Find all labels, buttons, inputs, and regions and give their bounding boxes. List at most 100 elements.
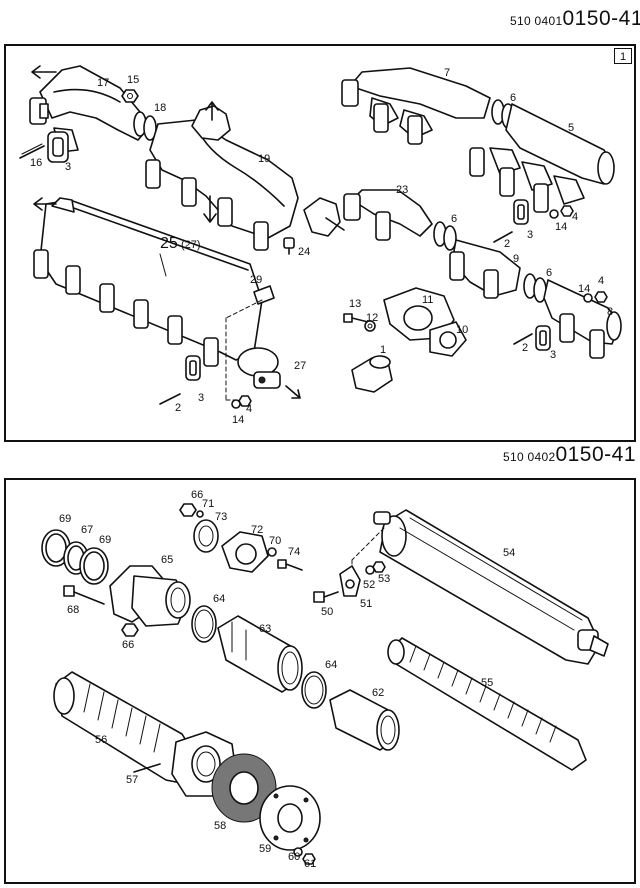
top-callout-t2a: 2 xyxy=(504,238,510,250)
top-callout-t29: 29 xyxy=(250,274,262,286)
panel-number: 1 xyxy=(614,48,632,64)
bottom-callout-b54: 54 xyxy=(503,547,515,559)
top-callout-t11: 11 xyxy=(422,294,433,306)
bolt-68 xyxy=(63,585,105,605)
stud-2-lower-right xyxy=(513,333,533,345)
bottom-callout-b53: 53 xyxy=(378,573,390,585)
flange-72 xyxy=(221,531,269,573)
top-callout-t14b: 14 xyxy=(578,283,590,295)
flange-pipe-65 xyxy=(109,565,191,627)
bottom-callout-b67: 67 xyxy=(81,524,93,536)
washer-12 xyxy=(364,320,376,332)
figure-code-bottom: 510 04020150-41 xyxy=(503,444,636,465)
stud-2-upper xyxy=(493,231,513,243)
figure-code-top: 510 04010150-41 xyxy=(510,8,640,29)
top-callout-t10: 10 xyxy=(456,324,468,336)
bottom-callout-b68: 68 xyxy=(67,604,79,616)
top-callout-t19: 19 xyxy=(258,153,270,165)
bottom-callout-b64b: 64 xyxy=(325,659,337,671)
bottom-callout-b61: 61 xyxy=(304,858,316,870)
corrugated-pipe-55 xyxy=(387,637,587,771)
top-callout-t4a: 4 xyxy=(572,211,578,223)
nut-66-lower xyxy=(121,623,139,637)
bottom-callout-b58: 58 xyxy=(214,820,226,832)
bottom-callout-b65: 65 xyxy=(161,554,173,566)
top-callout-t15: 15 xyxy=(127,74,139,86)
bolt-57 xyxy=(133,763,161,773)
clamp-27 xyxy=(237,347,301,399)
figure-code-top-big: 0150-41 xyxy=(562,7,640,30)
bottom-callout-b62: 62 xyxy=(372,687,384,699)
nut-66-upper xyxy=(179,503,204,518)
top-callout-t3d: 3 xyxy=(198,392,204,404)
seal-ring-64-lower xyxy=(301,671,327,709)
bottom-callout-b64a: 64 xyxy=(213,593,225,605)
manifold-5 xyxy=(469,103,615,213)
gasket-3-left xyxy=(47,131,69,163)
bottom-callout-b59: 59 xyxy=(259,843,271,855)
bottom-callout-b52: 52 xyxy=(363,579,375,591)
top-callout-t16: 16 xyxy=(30,157,42,169)
top-callout-t3c: 3 xyxy=(550,349,556,361)
pipe-63 xyxy=(217,615,303,693)
top-callout-t17: 17 xyxy=(97,77,109,89)
seal-ring-6-middle xyxy=(433,221,457,251)
washer-nut-60-61 xyxy=(293,847,316,865)
gasket-3-lower-left xyxy=(185,355,201,381)
manifold-23 xyxy=(343,189,433,241)
manifold-19 xyxy=(145,101,345,251)
top-callout-t9: 9 xyxy=(513,253,519,265)
seal-ring-64-upper xyxy=(191,605,217,643)
top-callout-t8: 8 xyxy=(607,306,613,318)
gasket-10 xyxy=(429,321,467,357)
top-callout-t1: 1 xyxy=(380,344,386,356)
pipe-62 xyxy=(329,689,400,751)
muffler-54 xyxy=(373,509,609,665)
top-callout-t4b: 4 xyxy=(598,275,604,287)
clamp-rings-69-67 xyxy=(41,529,109,585)
nuts-14-4-lower xyxy=(583,291,608,303)
pipe-1 xyxy=(351,355,393,393)
top-callout-t25b: (27) xyxy=(181,239,201,251)
muffler-panel xyxy=(4,478,636,884)
bolt-50 xyxy=(313,591,339,603)
washer-52-53 xyxy=(365,561,386,575)
bottom-callout-b60: 60 xyxy=(288,851,300,863)
flange-plate-59 xyxy=(259,785,321,851)
stud-2-lower-left xyxy=(159,393,181,405)
gasket-3-right-lower xyxy=(535,325,551,351)
figure-code-bottom-big: 0150-41 xyxy=(555,443,637,466)
top-callout-t6c: 6 xyxy=(546,267,552,279)
top-callout-t14c: 14 xyxy=(232,414,244,426)
top-callout-t7: 7 xyxy=(444,67,450,79)
sleeve-29 xyxy=(253,285,275,305)
bottom-callout-b73: 73 xyxy=(215,511,227,523)
seal-ring-6-lower xyxy=(523,273,547,303)
bolt-13 xyxy=(343,313,369,323)
exhaust-manifold-panel: 1 xyxy=(4,44,636,442)
top-callout-t6a: 6 xyxy=(510,92,516,104)
corrugated-pipe-56 xyxy=(53,671,237,797)
bottom-callout-b56: 56 xyxy=(95,734,107,746)
bottom-callout-b50: 50 xyxy=(321,606,333,618)
flange-11 xyxy=(383,287,455,341)
top-callout-t4c: 4 xyxy=(246,403,252,415)
washer-70 xyxy=(267,547,277,557)
top-callout-t3b: 3 xyxy=(527,229,533,241)
stud-16 xyxy=(19,143,45,159)
gasket-3-right-upper xyxy=(513,199,529,225)
top-callout-t24: 24 xyxy=(298,246,310,258)
top-callout-t6b: 6 xyxy=(451,213,457,225)
bottom-callout-b69b: 69 xyxy=(99,534,111,546)
hanger-51 xyxy=(339,565,361,597)
manifold-9 xyxy=(449,239,521,299)
top-callout-t2b: 2 xyxy=(522,342,528,354)
manifold-8 xyxy=(543,279,622,359)
arrow-outlet-left xyxy=(31,65,57,79)
bottom-callout-b71: 71 xyxy=(202,498,214,510)
bottom-callout-b55: 55 xyxy=(481,677,493,689)
gasket-58 xyxy=(211,753,277,823)
top-callout-t14a: 14 xyxy=(555,221,567,233)
